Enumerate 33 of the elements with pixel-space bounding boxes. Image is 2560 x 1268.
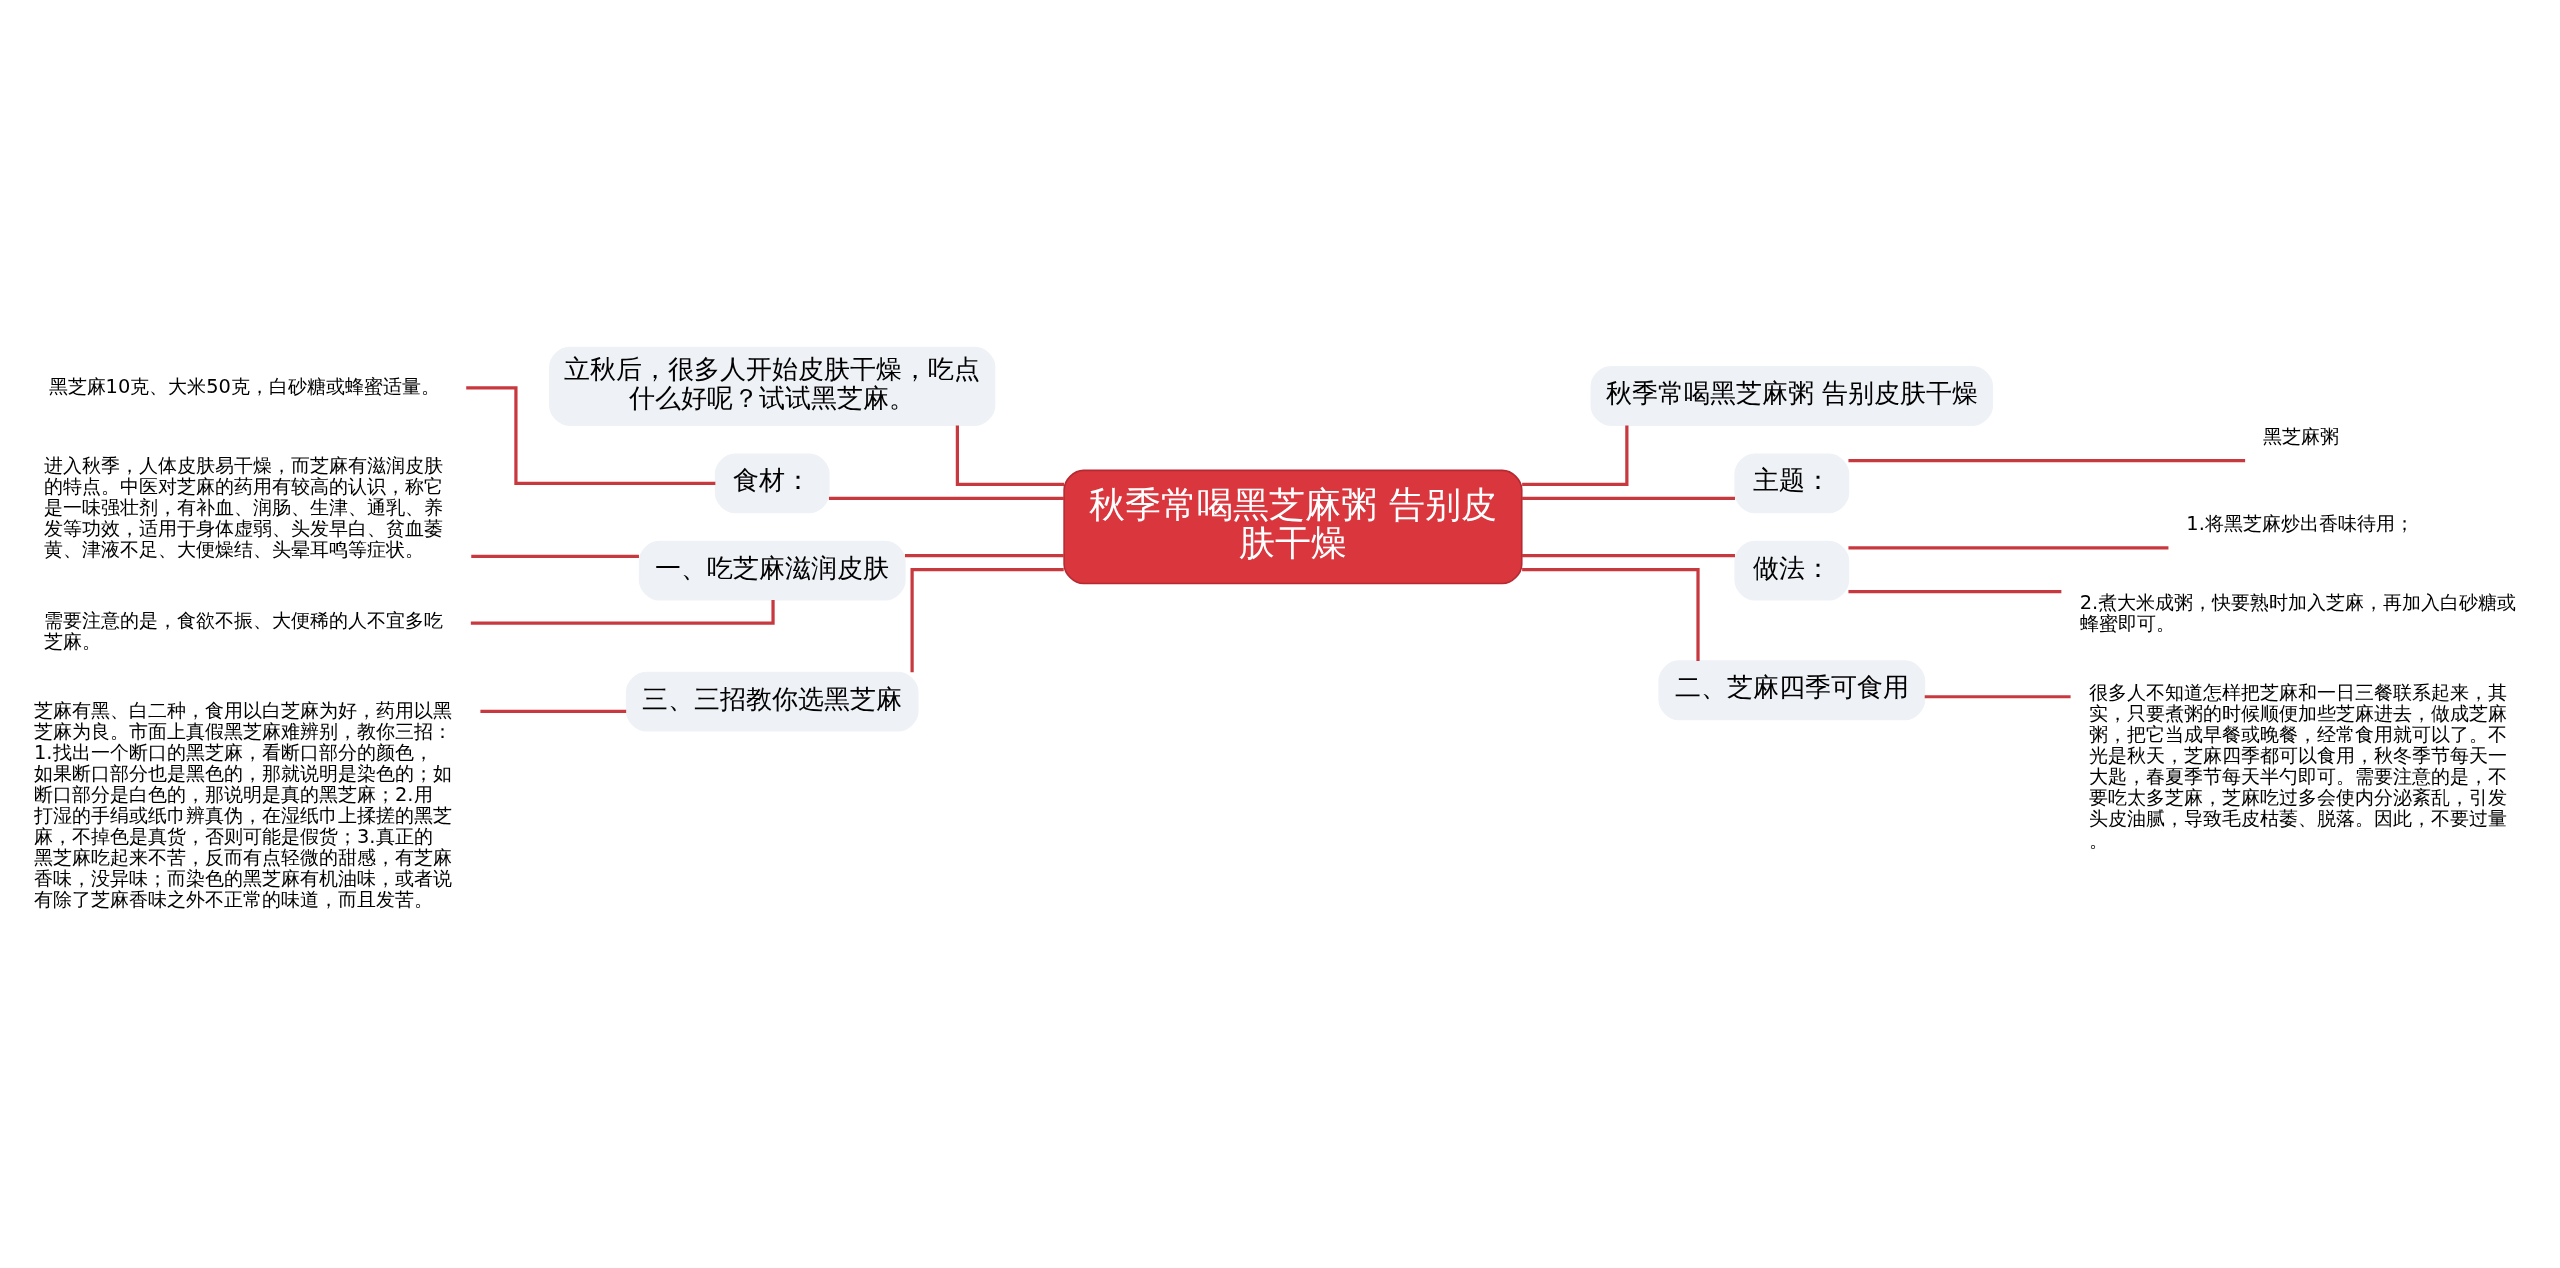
connector <box>1848 545 2169 550</box>
node-box: 主题： <box>1734 452 1850 513</box>
node-box: 秋季常喝黑芝麻粥 告别皮肤干燥 <box>1063 469 1523 584</box>
connector <box>480 709 627 713</box>
connector <box>905 553 1064 557</box>
connector <box>1848 589 2062 593</box>
node-text: 2.煮大米成粥，快要熟时加入芝麻，再加入白砂糖或蜂蜜即可。 <box>2079 590 2517 635</box>
connector <box>910 567 1064 672</box>
node-text: 很多人不知道怎样把芝麻和一日三餐联系起来，其实，只要煮粥的时候顺便加些芝麻进去，做成芝麻粥，把它当成早餐或晚餐，经常食用就可以了。不光是秋天，芝麻四季都可以食用，秋冬季节每天一大匙，春夏季节每天半勺即可。需要注意的是，不要吃太多芝麻，芝麻吃过多会使内分泌紊乱，引发头皮油腻，导致毛皮枯萎、脱落。因此，不要过量。 <box>2088 680 2507 851</box>
connector <box>1848 458 2246 462</box>
node-box: 一、吃芝麻滋润皮肤 <box>638 540 906 601</box>
connector <box>1522 567 1700 661</box>
connector <box>1521 496 1735 500</box>
node-box: 秋季常喝黑芝麻粥 告别皮肤干燥 <box>1590 365 1994 426</box>
connector <box>955 425 1064 486</box>
node-text: 黑芝麻10克、大米50克，白砂糖或蜂蜜适量。 <box>48 374 440 398</box>
connector <box>471 554 639 558</box>
node-box: 三、三招教你选黑芝麻 <box>625 671 919 732</box>
node-box: 做法： <box>1734 540 1850 601</box>
connector <box>1924 694 2071 698</box>
connector <box>470 599 775 625</box>
node-box: 二、芝麻四季可食用 <box>1658 659 1926 720</box>
connector <box>1522 424 1629 486</box>
connector <box>828 496 1065 500</box>
node-box: 食材： <box>714 452 830 513</box>
connector <box>466 385 716 485</box>
node-text: 芝麻有黑、白二种，食用以白芝麻为好，药用以黑芝麻为良。市面上真假黑芝麻难辨别，教你三招：1.找出一个断口的黑芝麻，看断口部分的颜色，如果断口部分也是黑色的，那就说明是染色的；如断口部分是白色的，那说明是真的黑芝麻；2.用打湿的手绢或纸巾辨真伪，在湿纸巾上揉搓的黑芝麻，不掉色是真货，否则可能是假货；3.真正的黑芝麻吃起来不苦，反而有点轻微的甜感，有芝麻香味，没异味；而染色的黑芝麻有机油味，或者说有除了芝麻香味之外不正常的味道，而且发苦。 <box>34 698 453 911</box>
node-text: 需要注意的是，食欲不振、大便稀的人不宜多吃芝麻。 <box>43 608 443 653</box>
node-text: 进入秋季，人体皮肤易干燥，而芝麻有滋润皮肤的特点。中医对芝麻的药用有较高的认识，称它是一味强壮剂，有补血、润肠、生津、通乳、养发等功效，适用于身体虚弱、头发早白、贫血萎黄、津液不足、大便燥结、头晕耳鸣等症状。 <box>43 453 443 561</box>
node-text: 1.将黑芝麻炒出香味待用； <box>2186 511 2414 535</box>
connector <box>1521 553 1735 557</box>
node-text: 黑芝麻粥 <box>2263 424 2340 448</box>
node-box: 立秋后，很多人开始皮肤干燥，吃点什么好呢？试试黑芝麻。 <box>549 346 996 426</box>
